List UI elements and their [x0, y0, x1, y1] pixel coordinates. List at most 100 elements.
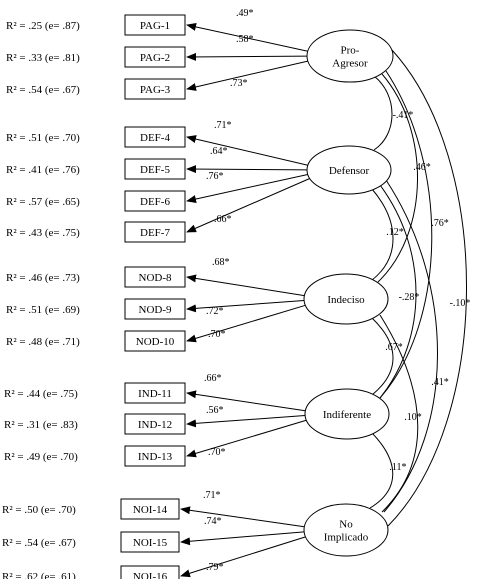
loading-arrow-noi-14: [180, 506, 305, 528]
factor-ellipse-3: [304, 388, 390, 440]
loading-arrow-def-5: [186, 165, 308, 174]
indicator-label-def-7: DEF-7: [140, 227, 170, 239]
indicator-box-ind-11: [124, 382, 186, 404]
r2-label-noi-16: R² = .62 (e= .61): [2, 571, 76, 579]
indicator-label-noi-14: NOI-14: [133, 504, 168, 516]
loading-arrow-pag-1: [186, 22, 308, 52]
correlation-value-1-2: .12*: [386, 227, 404, 238]
factor-label-agresor: Agresor: [332, 58, 368, 70]
loading-arrow-ind-12: [186, 415, 306, 428]
r2-label-nod-10: R² = .48 (e= .71): [6, 336, 80, 348]
indicator-label-noi-15: NOI-15: [133, 537, 168, 549]
loading-value-noi-14: .71*: [203, 490, 221, 501]
correlation-curve-0-3: [379, 70, 433, 399]
correlation-curve-2-3: [371, 317, 394, 396]
loading-value-ind-13: .70*: [208, 447, 226, 458]
correlation-curve-0-2: [377, 73, 418, 283]
correlation-curve-0-4: [387, 49, 467, 527]
loading-value-def-7: .66*: [214, 214, 232, 225]
correlation-curve-2-4: [379, 314, 419, 513]
indicator-box-pag-3: [124, 78, 186, 100]
loading-value-def-5: .64*: [210, 146, 228, 157]
loading-arrow-pag-3: [186, 60, 308, 91]
indicator-box-ind-13: [124, 445, 186, 467]
factor-label-implicado: Implicado: [324, 532, 369, 544]
loading-arrow-noi-16: [180, 536, 306, 578]
indicator-label-noi-16: NOI-16: [133, 571, 168, 579]
correlation-curve-1-3: [379, 184, 417, 399]
indicator-label-nod-9: NOD-9: [139, 304, 172, 316]
indicator-label-pag-2: PAG-2: [140, 52, 170, 64]
r2-label-ind-12: R² = .31 (e= .83): [4, 419, 78, 431]
loading-value-def-4: .71*: [214, 120, 232, 131]
loading-arrow-def-4: [186, 135, 308, 166]
factor-label-indiferente: Indiferente: [323, 409, 371, 421]
correlation-value-0-2: .46*: [413, 162, 431, 173]
indicator-label-ind-11: IND-11: [138, 388, 172, 400]
r2-label-pag-2: R² = .33 (e= .81): [6, 52, 80, 64]
loading-value-nod-8: .68*: [212, 257, 230, 268]
loading-value-def-6: .76*: [206, 171, 224, 182]
indicator-box-def-5: [124, 158, 186, 180]
indicator-box-nod-10: [124, 330, 186, 352]
r2-label-nod-9: R² = .51 (e= .69): [6, 304, 80, 316]
factor-label-defensor: Defensor: [329, 165, 370, 177]
indicator-box-def-7: [124, 221, 186, 243]
loading-arrow-def-7: [186, 178, 310, 233]
indicator-boxes: PAG-1PAG-2PAG-3DEF-4DEF-5DEF-6DEF-7NOD-8…: [120, 14, 186, 579]
correlation-curve-3-4: [369, 432, 394, 509]
r2-label-ind-13: R² = .49 (e= .70): [4, 451, 78, 463]
r2-label-def-7: R² = .43 (e= .75): [6, 227, 80, 239]
indicator-label-pag-3: PAG-3: [140, 84, 171, 96]
loading-value-pag-2: .58*: [236, 34, 254, 45]
loading-arrow-noi-15: [180, 531, 305, 546]
loading-arrow-ind-13: [186, 419, 307, 458]
factor-label-no: No: [339, 519, 353, 531]
indicator-label-def-6: DEF-6: [140, 196, 170, 208]
factor-label-pro: Pro-: [341, 45, 360, 57]
r2-label-def-4: R² = .51 (e= .70): [6, 132, 80, 144]
loading-arrow-nod-10: [186, 304, 306, 343]
indicator-box-nod-8: [124, 266, 186, 288]
loading-arrow-nod-8: [186, 274, 305, 297]
indicator-box-def-6: [124, 190, 186, 212]
indicator-label-ind-12: IND-12: [138, 419, 172, 431]
factor-loadings: .49* .58* .73* .71* .64* .76* .66* .68* .72* .70*…: [180, 8, 310, 578]
r2-label-nod-8: R² = .46 (e= .73): [6, 272, 80, 284]
correlation-value-1-4: .41*: [431, 377, 449, 388]
loading-value-noi-16: .79*: [206, 562, 224, 573]
factor-ellipse-1: [306, 145, 392, 195]
correlation-value-2-4: .10*: [404, 412, 422, 423]
indicator-label-nod-8: NOD-8: [139, 272, 172, 284]
correlation-curve-0-1: [373, 75, 393, 151]
r2-label-ind-11: R² = .44 (e= .75): [4, 388, 78, 400]
loading-arrow-def-6: [186, 173, 308, 203]
indicator-box-noi-14: [120, 498, 180, 520]
loading-value-pag-1: .49*: [236, 8, 254, 19]
latent-factors: Pro-AgresorDefensorIndecisoIndiferenteNo…: [303, 29, 394, 557]
correlation-curve-1-2: [371, 188, 394, 281]
correlation-value-0-4: -.10*: [450, 298, 471, 309]
loading-arrow-ind-11: [186, 390, 306, 412]
r2-label-def-6: R² = .57 (e= .65): [6, 196, 80, 208]
loading-value-pag-3: .73*: [230, 78, 248, 89]
loading-arrow-pag-2: [186, 52, 308, 61]
loading-value-nod-9: .72*: [206, 306, 224, 317]
r2-label-pag-3: R² = .54 (e= .67): [6, 84, 80, 96]
correlation-value-1-3: -.28*: [399, 292, 420, 303]
factor-ellipse-0: [306, 29, 394, 83]
correlation-curves: -.41*.46*.76*-.10*.12*-.28*.41*.67*.10*.…: [369, 49, 471, 527]
indicator-label-pag-1: PAG-1: [140, 20, 170, 32]
factor-label-indeciso: Indeciso: [327, 294, 365, 306]
indicator-label-ind-13: IND-13: [138, 451, 173, 463]
indicator-label-def-5: DEF-5: [140, 164, 170, 176]
loading-value-ind-12: .56*: [206, 405, 224, 416]
loading-value-ind-11: .66*: [204, 373, 222, 384]
loading-value-noi-15: .74*: [204, 516, 222, 527]
loading-arrow-nod-9: [186, 300, 305, 313]
indicator-box-noi-16: [120, 565, 180, 579]
r2-label-def-5: R² = .41 (e= .76): [6, 164, 80, 176]
correlation-value-0-3: .76*: [431, 218, 449, 229]
r2-label-noi-15: R² = .54 (e= .67): [2, 537, 76, 549]
